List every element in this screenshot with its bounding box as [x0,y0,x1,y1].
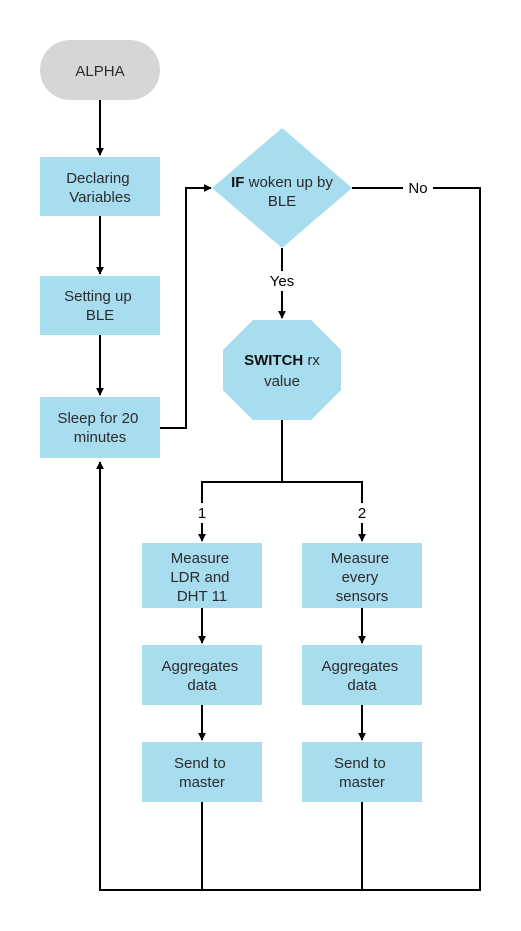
node-measure1-line-3: DHT 11 [177,588,227,605]
node-if-keyword: IF [231,174,244,191]
node-aggregates-1: Aggregates data [142,645,262,705]
node-measure2-line-2: every [342,569,379,586]
node-sleep-line-1: Sleep for 20 [57,410,138,427]
node-aggregate1-line-2: data [187,677,217,694]
node-if-decision: IF woken up by BLE [212,128,352,248]
node-declaring-line-1: Declaring [66,170,129,187]
node-if-text: woken up by [248,174,334,191]
node-aggregates-2: Aggregates data [302,645,422,705]
node-alpha-label: ALPHA [75,63,124,80]
svg-text:IF woken up by: IF woken up by [231,174,333,191]
edge-label-case-2: 2 [358,505,366,522]
svg-text:Aggregates data: Aggregates data [322,658,403,694]
node-declaring-variables: Declaring Variables [40,157,160,216]
node-switch-line-2: value [264,373,300,390]
svg-text:Sleep for 20 minutes: Sleep for 20 minutes [57,410,142,446]
node-send-to-master-1: Send to master [142,742,262,802]
edge-label-yes: Yes [270,273,294,290]
node-measure-ldr-dht: Measure LDR and DHT 11 [142,543,262,608]
node-measure2-line-1: Measure [331,550,389,567]
node-aggregate2-line-2: data [347,677,377,694]
node-setup-line-1: Setting up [64,288,132,305]
connectors [96,100,481,891]
node-measure2-line-3: sensors [336,588,389,605]
node-send-to-master-2: Send to master [302,742,422,802]
node-switch-text: rx [307,352,320,369]
edge-case-2 [282,481,366,542]
node-measure1-line-1: Measure [171,550,229,567]
svg-text:Measure LDR and DH: Measure LDR and DHT 11 [170,550,233,605]
svg-text:Declaring Variables: Declaring Variables [66,170,134,206]
node-measure1-line-2: LDR and [170,569,229,586]
node-send2-line-2: master [339,774,385,791]
edge-sleep-to-if [160,184,212,429]
node-switch: SWITCH rx value [223,320,341,420]
node-send1-line-2: master [179,774,225,791]
node-aggregate2-line-1: Aggregates [322,658,399,675]
node-send1-line-1: Send to [174,755,226,772]
node-alpha: ALPHA [40,40,160,100]
node-if-line-2: BLE [268,193,296,210]
node-sleep: Sleep for 20 minutes [40,397,160,458]
edge-label-case-1: 1 [198,505,206,522]
node-sleep-line-2: minutes [74,429,127,446]
svg-text:Send to master: Send to master [174,755,230,791]
node-switch-keyword: SWITCH [244,352,303,369]
svg-text:Send to master: Send to master [334,755,390,791]
node-send2-line-1: Send to [334,755,386,772]
node-setting-up-ble: Setting up BLE [40,276,160,335]
node-aggregate1-line-1: Aggregates [162,658,239,675]
svg-text:SWITCH rx: SWITCH rx [244,352,320,369]
edge-label-no: No [408,180,427,197]
node-measure-every-sensors: Measure every sensors [302,543,422,608]
node-setup-line-2: BLE [86,307,114,324]
svg-text:Measure every sens: Measure every sensors [331,550,394,605]
edge-if-no [96,187,481,891]
node-declaring-line-2: Variables [69,189,130,206]
svg-text:Aggregates data: Aggregates data [162,658,243,694]
edge-case-1 [198,481,282,542]
svg-text:Setting up BLE: Setting up BLE [64,288,136,324]
